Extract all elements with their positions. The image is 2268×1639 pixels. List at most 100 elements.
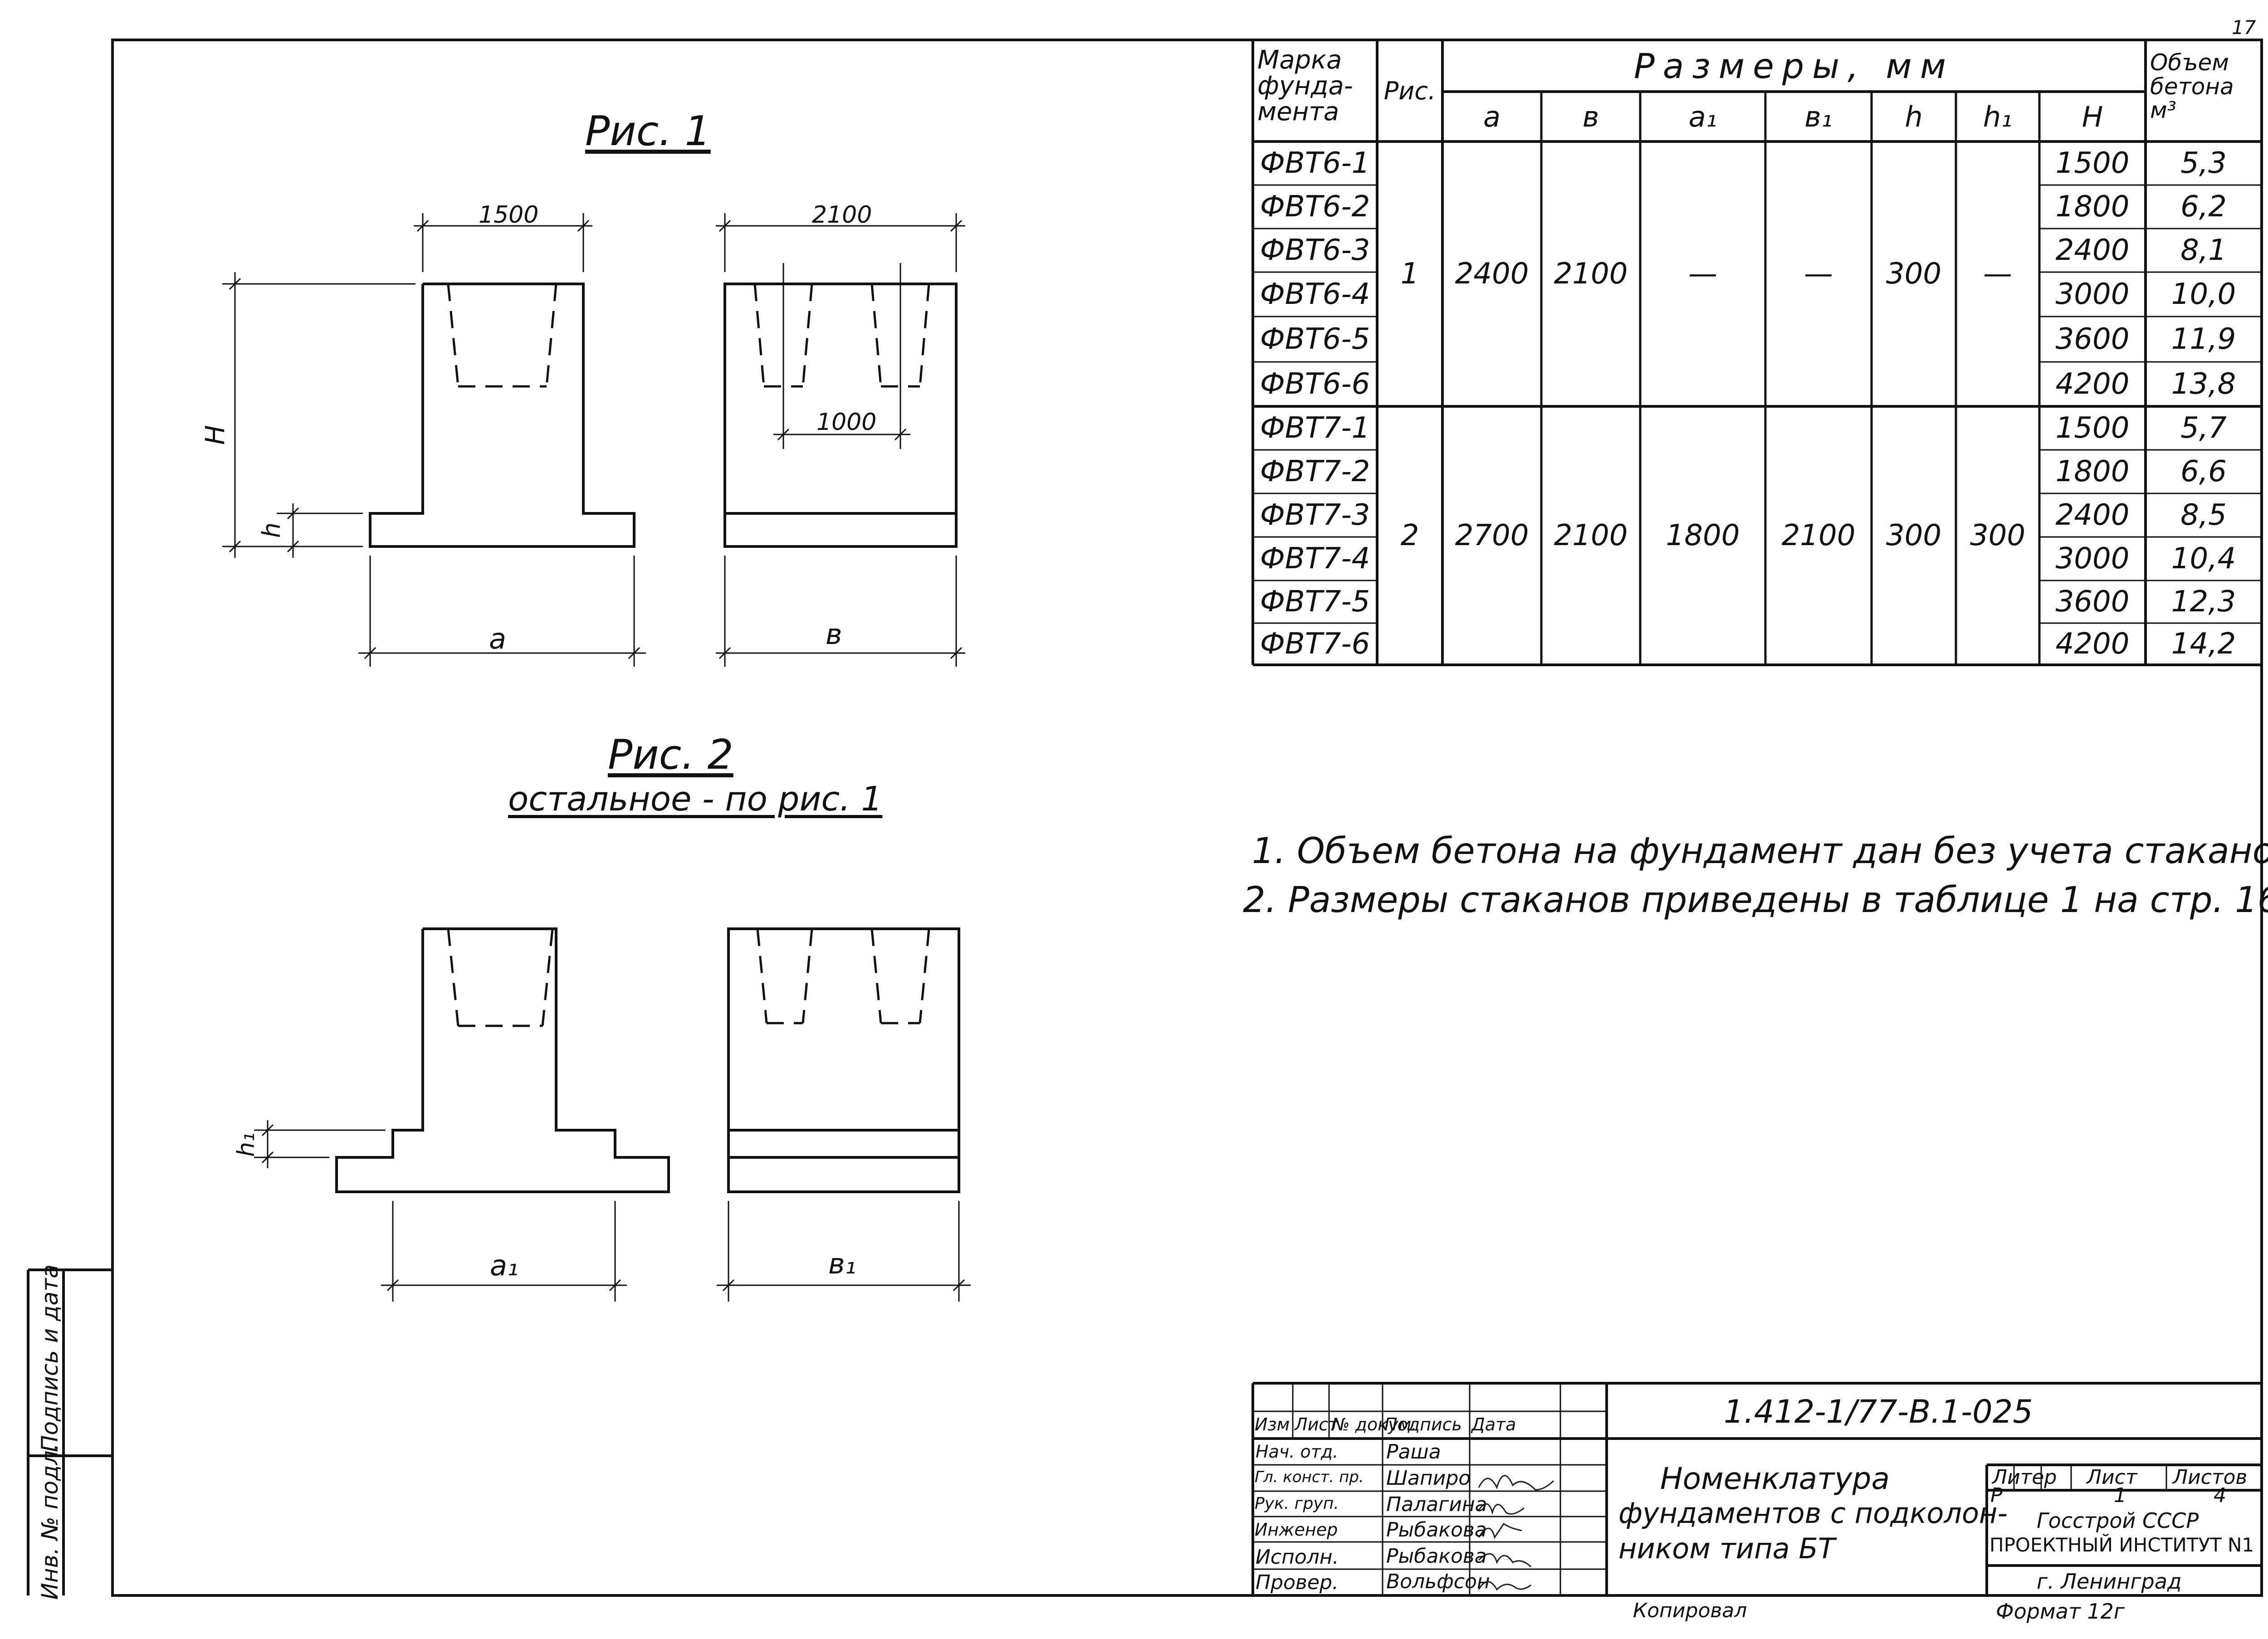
title-block-grid (1251, 1382, 2262, 1595)
sheet-frame (111, 39, 2263, 1597)
table-row-volume: 8,1 (2180, 234, 2227, 267)
group2-a: 2700 (1455, 519, 1529, 552)
table-row-H: 3000 (2055, 278, 2130, 311)
table-header-mark: Марка фунда-мента (1257, 45, 1353, 127)
table-header-fig: Рис. (1383, 76, 1436, 105)
org-line3: г. Ленинград (2037, 1569, 2182, 1594)
liter-label: Литер (1992, 1466, 2057, 1489)
org-line1: Госстрой СССР (2037, 1508, 2199, 1533)
table-row-H: 4200 (2055, 367, 2130, 401)
table-row-volume: 11,9 (2171, 322, 2236, 356)
table-row-volume: 10,4 (2171, 542, 2236, 576)
sheet-label: Лист (2087, 1466, 2137, 1489)
dim-h-label: h (257, 522, 286, 538)
group1-h: 300 (1886, 257, 1942, 291)
sheet-title-line3: ником типа БТ (1618, 1532, 1835, 1565)
table-row-mark: ФВТ6-6 (1260, 367, 1370, 401)
table-row-H: 1500 (2055, 411, 2130, 445)
group2-h: 300 (1886, 519, 1942, 552)
group1-b1: — (1804, 257, 1833, 291)
table-row-H: 2400 (2055, 234, 2130, 267)
table-grid (1251, 40, 2263, 666)
tb-role: Инженер (1255, 1520, 1338, 1540)
tb-name: Палагина (1386, 1493, 1487, 1516)
sheet-title-line2: фундаментов с подколон- (1618, 1497, 2008, 1530)
table-row-mark: ФВТ6-3 (1260, 234, 1370, 267)
table-row-volume: 13,8 (2171, 367, 2236, 401)
tb-role: Гл. конст. пр. (1255, 1468, 1364, 1486)
side-stamp-inv: Инв. № подл. (37, 1443, 63, 1600)
liter-value: Р (1990, 1484, 2003, 1507)
col-header-a: a (1483, 100, 1501, 133)
table-row-mark: ФВТ6-5 (1260, 322, 1370, 356)
col-header-h: h (1905, 100, 1923, 133)
group1-h1: — (1983, 257, 2012, 291)
table-row-volume: 5,7 (2180, 411, 2227, 445)
tb-head-date: Дата (1471, 1415, 1516, 1434)
org-line2: ПРОЕКТНЫЙ ИНСТИТУТ N1 (1989, 1534, 2254, 1556)
table-row-H: 2400 (2055, 498, 2130, 532)
tb-head-sign: Подпись (1384, 1415, 1462, 1434)
table-row-H: 4200 (2055, 627, 2130, 661)
fig2-side-view (717, 927, 971, 1302)
tb-head-izm: Изм (1255, 1415, 1290, 1434)
group2-fig: 2 (1400, 519, 1419, 552)
group2-h1: 300 (1970, 519, 2026, 552)
group1-b: 2100 (1554, 257, 1628, 291)
tb-name: Шапиро (1386, 1467, 1471, 1490)
tb-name: Рыбакова (1386, 1545, 1487, 1568)
dim-a-label: a (489, 622, 506, 655)
table-row-H: 1800 (2055, 455, 2130, 488)
dim-b-label: в (826, 618, 842, 651)
table-row-mark: ФВТ7-2 (1260, 455, 1370, 488)
table-header-sizes: Размеры, мм (1633, 45, 1955, 86)
col-header-H: H (2082, 100, 2103, 133)
table-row-volume: 12,3 (2171, 585, 2236, 619)
tb-role: Исполн. (1256, 1546, 1339, 1569)
dim-2100: 2100 (812, 201, 872, 229)
table-row-mark: ФВТ6-4 (1260, 278, 1370, 311)
table-row-mark: ФВТ7-6 (1260, 627, 1370, 661)
signatures (1478, 1475, 1554, 1591)
tb-role: Рук. груп. (1255, 1494, 1339, 1513)
col-header-b1: в₁ (1804, 100, 1833, 133)
note-1: 1. Объем бетона на фундамент дан без уче… (1252, 831, 2268, 872)
fig1-front-view (222, 213, 646, 667)
table-row-volume: 10,0 (2171, 278, 2236, 311)
format-label: Формат 12г (1996, 1599, 2125, 1624)
copied-by-label: Копировал (1633, 1599, 1747, 1622)
table-header-volume: Объем бетона м³ (2150, 49, 2234, 123)
tb-name: Раша (1386, 1440, 1441, 1463)
table-row-mark: ФВТ7-3 (1260, 498, 1370, 532)
note-2: 2. Размеры стаканов приведены в таблице … (1243, 880, 2268, 921)
dim-1500: 1500 (479, 201, 539, 229)
tb-head-doc: № докум. (1332, 1415, 1417, 1434)
sheet-title-line1: Номенклатура (1660, 1461, 1890, 1496)
sheets-value: 4 (2214, 1484, 2226, 1507)
dim-1000: 1000 (816, 409, 877, 436)
group2-b1: 2100 (1781, 519, 1856, 552)
table-row-H: 1800 (2055, 190, 2130, 224)
col-header-a1: a₁ (1688, 100, 1717, 133)
tb-head-list: Лист (1295, 1415, 1339, 1434)
fig2-subtitle: остальное - по рис. 1 (508, 780, 883, 819)
group1-fig: 1 (1400, 257, 1419, 291)
table-row-H: 3600 (2055, 585, 2130, 619)
table-row-mark: ФВТ7-4 (1260, 542, 1370, 576)
document-code: 1.412-1/77-В.1-025 (1724, 1393, 2033, 1430)
tb-role: Провер. (1256, 1571, 1339, 1594)
tb-name: Рыбакова (1386, 1518, 1487, 1541)
fig1-side-view (716, 213, 965, 667)
table-row-volume: 8,5 (2180, 498, 2227, 532)
group2-b: 2100 (1554, 519, 1628, 552)
dim-a1-label: a₁ (490, 1249, 518, 1282)
table-row-H: 3000 (2055, 542, 2130, 576)
table-row-volume: 5,3 (2180, 146, 2227, 180)
col-header-b: в (1582, 100, 1599, 133)
side-stamp-sign: Подпись и дата (37, 1264, 63, 1453)
dim-H-label: H (199, 425, 230, 445)
tb-name: Вольфсон (1386, 1570, 1490, 1593)
table-row-volume: 6,2 (2180, 190, 2227, 224)
sheet-value: 1 (2114, 1484, 2126, 1507)
